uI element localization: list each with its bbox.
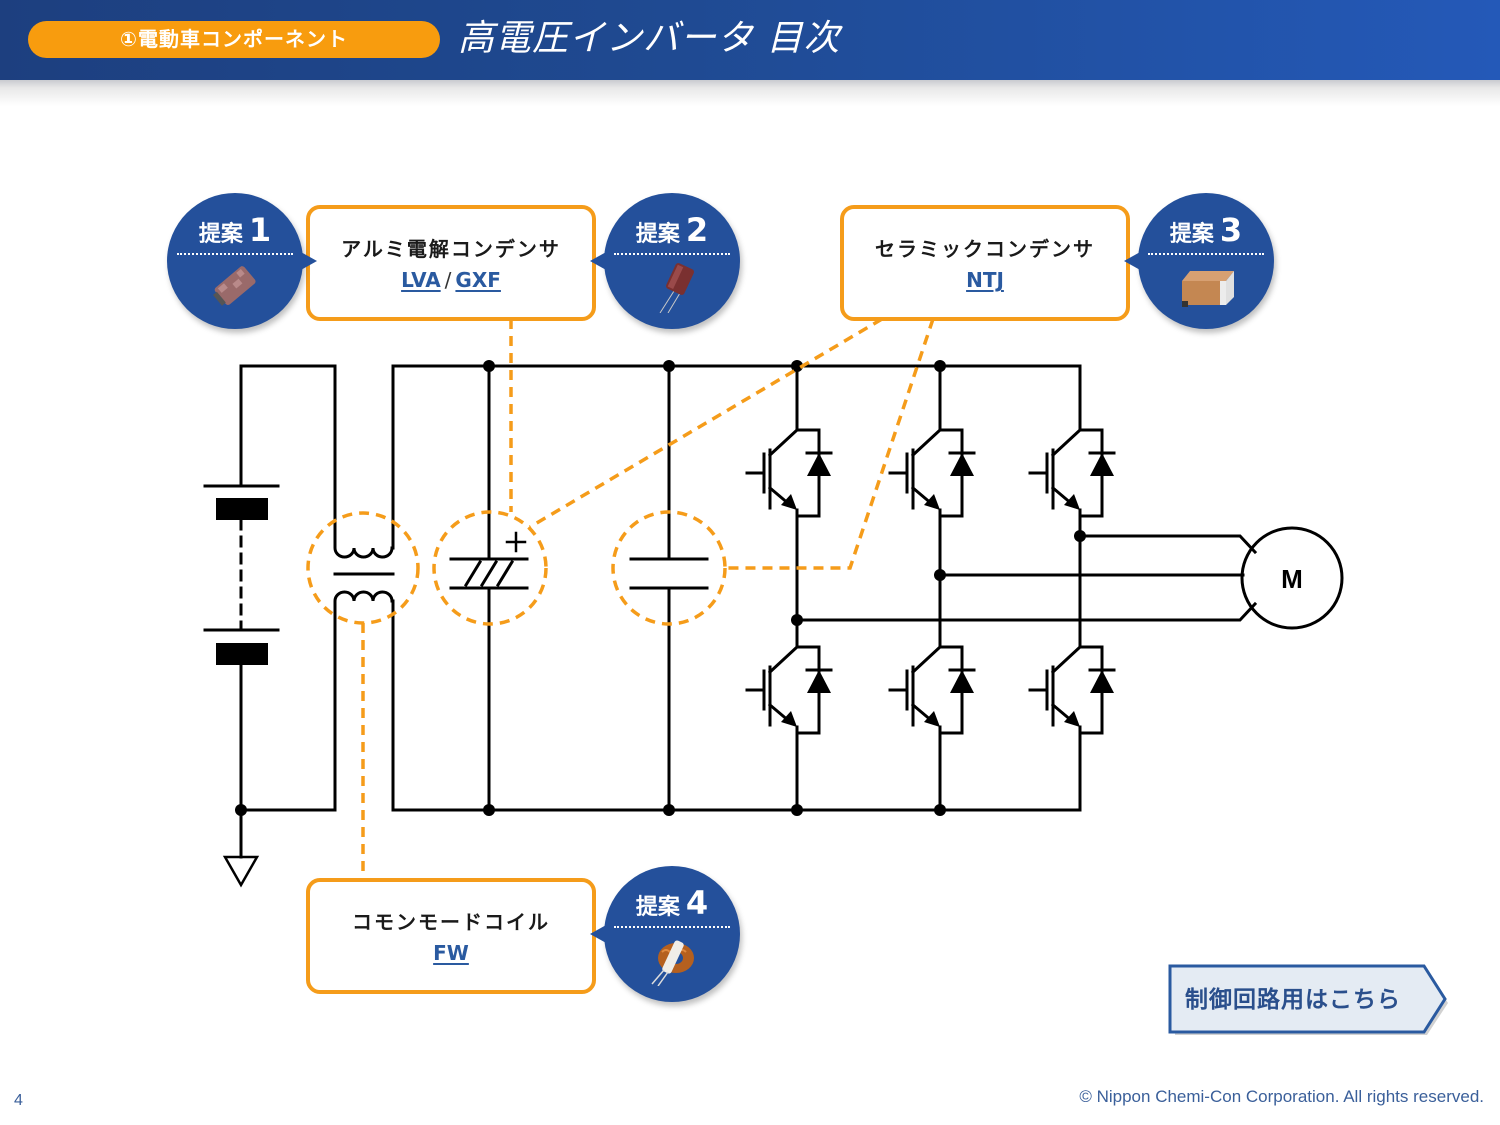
leader-proposal-3b [725, 318, 935, 570]
control-circuit-nav-button[interactable]: 制御回路用はこちら [1168, 964, 1448, 1036]
badge-number: 4 [685, 884, 709, 922]
igbt-upper-1 [745, 408, 833, 518]
link-separator: / [444, 268, 452, 292]
callout-ceramic-capacitor: セラミックコンデンサ NTJ [840, 205, 1130, 321]
badge-label: 提案 [635, 222, 680, 247]
common-mode-coil-symbol [333, 364, 395, 812]
badge-number: 2 [685, 211, 709, 249]
badge-label: 提案 [198, 222, 243, 247]
small-radial-capacitor-icon [659, 263, 694, 313]
diode-icon [950, 453, 974, 476]
igbt-lower-1 [745, 625, 833, 735]
callout-common-mode-coil: コモンモードコイル FW [306, 878, 596, 994]
pointer [590, 251, 608, 271]
pointer [1124, 251, 1142, 271]
nav-button-label: 制御回路用はこちら [1185, 987, 1401, 1013]
dotted-rule [1148, 253, 1264, 255]
link-lva[interactable]: LVA [401, 268, 441, 292]
callout-aluminum-capacitor: アルミ電解コンデンサ LVA/GXF [306, 205, 596, 321]
junction-dots [235, 360, 1086, 816]
badge-label: 提案 [1169, 222, 1214, 247]
electrolytic-capacitor-symbol [449, 364, 529, 812]
diode-icon [807, 670, 831, 693]
diode-icon [1090, 670, 1114, 693]
page-number: 4 [14, 1092, 23, 1109]
callout-title: セラミックコンデンサ [875, 237, 1095, 261]
category-pill[interactable]: ①電動車コンポーネント [28, 21, 440, 58]
link-gxf[interactable]: GXF [455, 268, 501, 292]
motor-label: M [1281, 564, 1303, 594]
igbt-upper-2 [888, 408, 976, 518]
motor-symbol [1240, 526, 1344, 630]
arrow-shape [1168, 964, 1448, 1035]
radial-aluminum-capacitor-icon [213, 266, 256, 306]
pointer [590, 924, 608, 944]
igbt-lower-3 [1028, 625, 1116, 735]
ground-icon [222, 808, 260, 888]
igbt-upper-3 [1028, 408, 1116, 518]
dotted-rule [177, 253, 293, 255]
highlight-coil [306, 511, 420, 625]
dotted-rule [614, 253, 730, 255]
badge-number: 1 [248, 211, 272, 249]
link-fw[interactable]: FW [433, 941, 469, 965]
diode-icon [807, 453, 831, 476]
highlight-electrolytic [432, 510, 548, 626]
leader-proposal-3a [529, 317, 883, 529]
diode-icon [950, 670, 974, 693]
motor-wires [795, 534, 1258, 622]
page-title: 高電圧インバータ 目次 [458, 18, 841, 59]
diode-icon [1090, 453, 1114, 476]
badge-number: 3 [1219, 211, 1243, 249]
igbt-lower-2 [888, 625, 976, 735]
pointer [299, 251, 317, 271]
callout-title: コモンモードコイル [352, 910, 550, 934]
badge-label: 提案 [635, 895, 680, 920]
copyright: © Nippon Chemi-Con Corporation. All righ… [1079, 1087, 1484, 1106]
link-ntj[interactable]: NTJ [966, 268, 1004, 292]
ceramic-capacitor-symbol [629, 364, 709, 812]
highlight-ceramic [611, 510, 727, 626]
dotted-rule [614, 926, 730, 928]
mlcc-chip-icon [1182, 271, 1234, 307]
callout-title: アルミ電解コンデンサ [341, 237, 561, 261]
battery-symbol [203, 364, 337, 812]
header-shadow [0, 80, 1500, 106]
toroidal-coil-icon [651, 940, 694, 986]
